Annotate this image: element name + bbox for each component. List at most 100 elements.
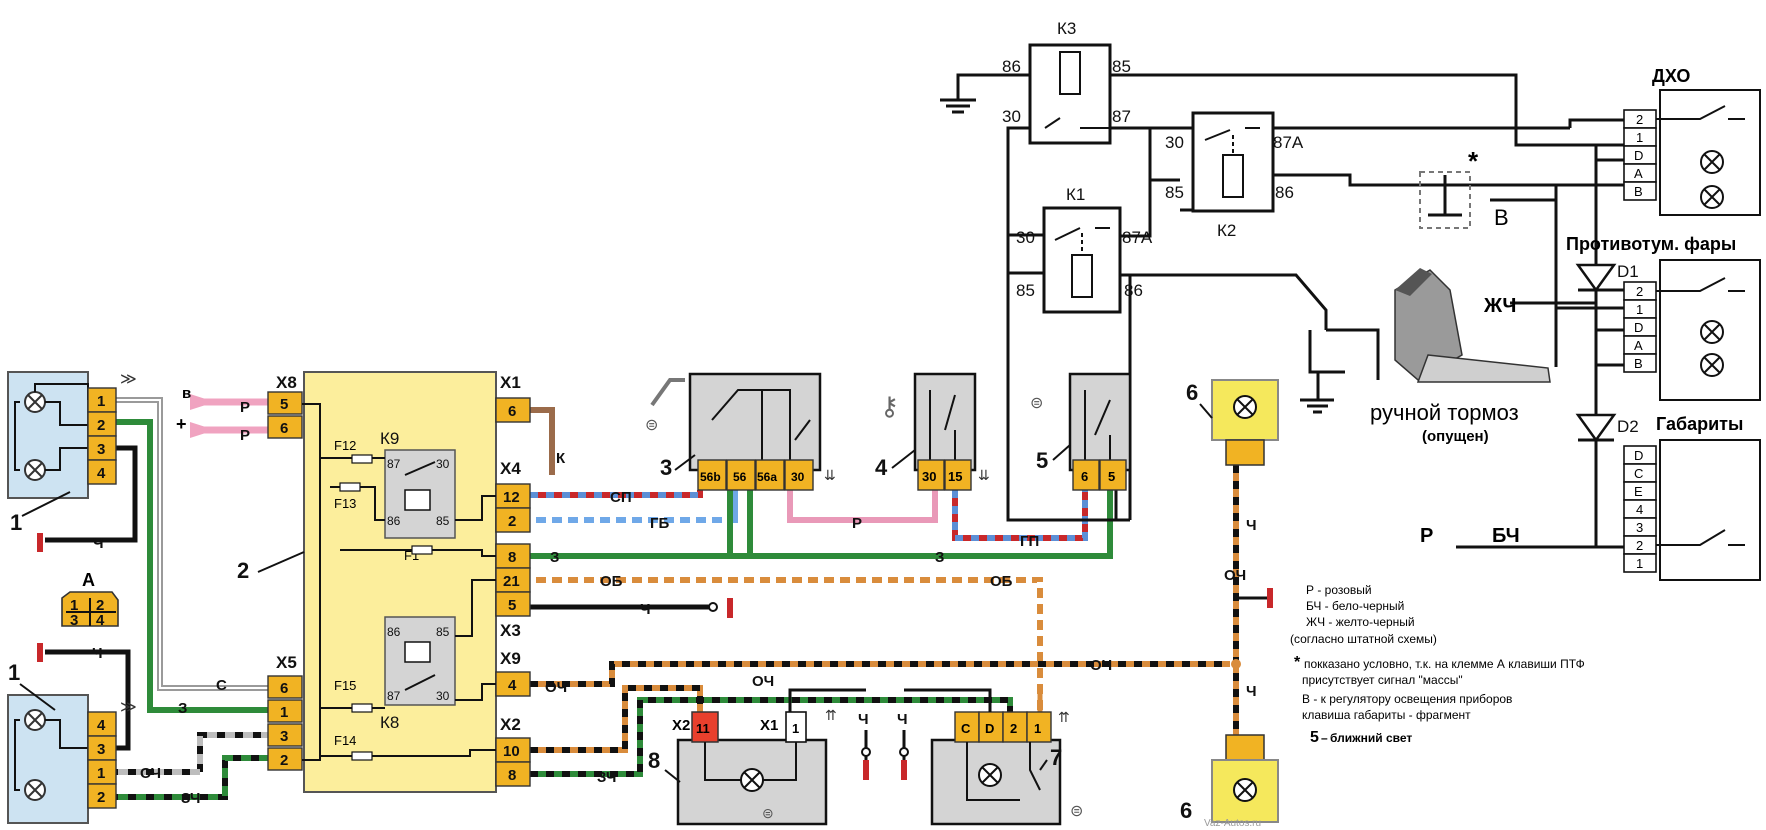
svg-text:(опущен): (опущен) [1422, 428, 1489, 445]
svg-text:6: 6 [280, 420, 288, 437]
connector-a-title: А [82, 570, 95, 590]
svg-text:C: C [961, 721, 971, 736]
connector-symbol-icon: ≫ [120, 371, 137, 388]
svg-text:ОЧ: ОЧ [545, 679, 567, 696]
block-7: C D 2 1 7 ⊜ ⇈ Ч [788, 688, 1083, 826]
svg-text:5: 5 [1310, 729, 1319, 746]
svg-text:К: К [556, 450, 566, 467]
svg-text:86: 86 [387, 625, 401, 639]
svg-text:присутствует сигнал "массы": присутствует сигнал "массы" [1302, 673, 1463, 687]
label-8: 8 [648, 748, 660, 773]
svg-text:ДХО: ДХО [1652, 66, 1690, 86]
svg-text:87: 87 [387, 457, 401, 471]
svg-text:З: З [550, 549, 559, 566]
svg-text:В - к регулятору освещения при: В - к регулятору освещения приборов [1302, 692, 1512, 706]
svg-text:Х1: Х1 [760, 717, 778, 734]
svg-text:F13: F13 [334, 496, 356, 511]
svg-text:A: A [1634, 338, 1643, 353]
svg-text:86: 86 [1124, 281, 1143, 300]
svg-text:86: 86 [387, 514, 401, 528]
svg-text:86: 86 [1002, 57, 1021, 76]
connector-symbol-icon-2: ≫ [120, 699, 137, 716]
svg-text:Р - розовый: Р - розовый [1306, 583, 1372, 597]
svg-text:3: 3 [1636, 520, 1643, 535]
svg-text:Х9: Х9 [500, 649, 521, 668]
lamp1-pin2: 2 [97, 417, 105, 434]
svg-text:D2: D2 [1617, 417, 1639, 436]
svg-text:6: 6 [1081, 469, 1088, 484]
svg-text:Х5: Х5 [276, 653, 297, 672]
svg-text:1: 1 [1636, 556, 1643, 571]
svg-text:6: 6 [508, 403, 516, 420]
fog-lamps-block: Противотум. фары 2 1 D A B [1566, 234, 1761, 401]
svg-text:D1: D1 [1617, 262, 1639, 281]
wire-label-ch-1: Ч [93, 535, 104, 552]
svg-text:В: В [1494, 205, 1509, 230]
svg-text:⇈: ⇈ [1058, 709, 1070, 725]
svg-text:(согласно штатной схемы): (согласно штатной схемы) [1290, 632, 1437, 646]
svg-text:B: B [1634, 356, 1643, 371]
svg-text:Р: Р [240, 399, 250, 416]
svg-text:85: 85 [436, 514, 450, 528]
svg-text:E: E [1634, 484, 1643, 499]
svg-text:Ч: Ч [1246, 517, 1257, 534]
headlamp-1-top: 1 2 3 4 1 ≫ [7, 371, 137, 535]
fog-lamp-icon: ⊜ [1070, 803, 1083, 820]
light-switch-3: 56b 56 56a 30 3 ⊜ ⇊ [645, 372, 836, 491]
svg-text:8: 8 [508, 549, 516, 566]
svg-text:1: 1 [97, 765, 105, 782]
svg-text:ЗЧ: ЗЧ [597, 769, 616, 786]
lamp1-pin3: 3 [97, 441, 105, 458]
svg-text:ЖЧ - желто-черный: ЖЧ - желто-черный [1306, 615, 1415, 629]
svg-text:4: 4 [508, 677, 517, 694]
svg-text:4: 4 [96, 612, 105, 629]
svg-text:4: 4 [1636, 502, 1643, 517]
lamp-6-top: 6 [1186, 379, 1279, 466]
svg-text:З: З [935, 549, 944, 566]
svg-text:Противотум. фары: Противотум. фары [1566, 234, 1736, 254]
svg-text:в: в [182, 385, 191, 402]
svg-text:Р: Р [240, 427, 250, 444]
dho-block: ДХО 2 1 D A B [1623, 66, 1761, 216]
svg-text:56b: 56b [700, 470, 721, 484]
svg-text:1: 1 [70, 597, 78, 614]
svg-text:Х2: Х2 [672, 717, 690, 734]
svg-text:–: – [1321, 731, 1328, 745]
svg-text:30: 30 [1165, 133, 1184, 152]
svg-text:⇊: ⇊ [824, 467, 836, 483]
svg-text:С: С [216, 677, 227, 694]
svg-text:4: 4 [97, 717, 106, 734]
svg-text:Х8: Х8 [276, 373, 297, 392]
svg-text:10: 10 [503, 743, 520, 760]
svg-text:15: 15 [948, 469, 962, 484]
svg-text:1: 1 [280, 704, 288, 721]
wire-label-ch-2: Ч [92, 645, 103, 662]
label-3: 3 [660, 455, 672, 480]
svg-text:БЧ: БЧ [1492, 525, 1520, 547]
svg-text:85: 85 [436, 625, 450, 639]
svg-text:Х1: Х1 [500, 373, 521, 392]
svg-text:⇈: ⇈ [825, 707, 837, 723]
svg-text:Ч: Ч [640, 601, 651, 618]
svg-text:Х4: Х4 [500, 459, 521, 478]
svg-text:30: 30 [1016, 228, 1035, 247]
svg-text:ОЧ: ОЧ [752, 673, 774, 690]
lamp1-pin1: 1 [97, 393, 105, 410]
svg-text:D: D [1634, 448, 1643, 463]
svg-text:5: 5 [1108, 469, 1115, 484]
key-icon: ⚷ [880, 391, 899, 421]
harness-wires [45, 397, 1239, 800]
svg-text:6: 6 [280, 680, 288, 697]
svg-text:Габариты: Габариты [1656, 414, 1743, 434]
svg-text:⇊: ⇊ [978, 467, 990, 483]
svg-text:К2: К2 [1217, 221, 1236, 240]
svg-text:1: 1 [1636, 302, 1643, 317]
ignition-switch-4: 30 15 4 ⚷ ⇊ [875, 372, 990, 491]
svg-text:2: 2 [508, 513, 516, 530]
high-beam-switch-5: 6 5 5 ⊜ [1030, 372, 1132, 491]
svg-text:К1: К1 [1066, 185, 1085, 204]
svg-text:87А: 87А [1273, 133, 1304, 152]
parking-lights-block: Габариты D C E 4 3 2 1 [1623, 414, 1761, 581]
diodes: D1 D2 [1575, 262, 1639, 443]
svg-text:D: D [1634, 148, 1643, 163]
